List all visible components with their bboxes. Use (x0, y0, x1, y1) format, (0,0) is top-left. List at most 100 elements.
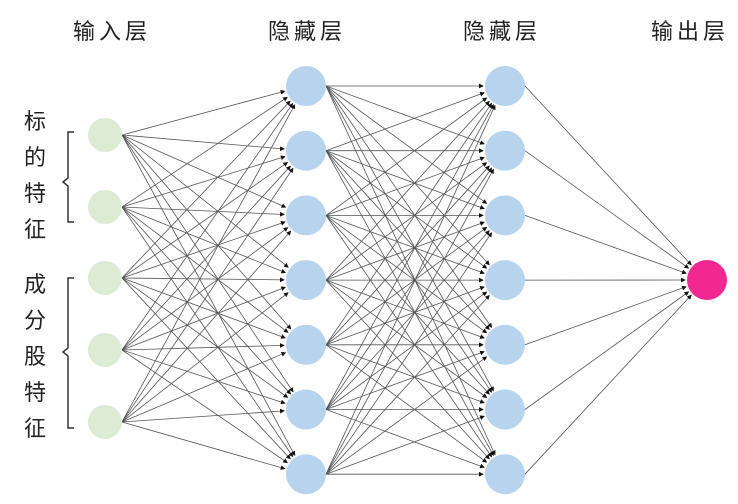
edge-input-3-to-hidden-1-2 (121, 227, 289, 351)
node-hidden-1-4 (286, 324, 326, 365)
edge-input-1-to-hidden-1-0 (121, 96, 288, 208)
title-input-layer: 输入层 (72, 20, 152, 45)
node-input-2 (88, 261, 122, 295)
node-hidden-1-0 (286, 66, 326, 106)
node-hidden-2-5 (485, 389, 525, 430)
title-hidden-layer-1: 隐藏层 (267, 20, 347, 45)
edge-input-2-to-hidden-1-5 (121, 277, 289, 398)
label-char: 征 (23, 417, 46, 442)
edge-input-3-to-hidden-1-1 (121, 165, 291, 351)
node-hidden-2-3 (485, 260, 525, 301)
node-input-3 (88, 333, 122, 367)
edge-hidden-1-0-to-hidden-2-6 (325, 85, 496, 456)
edge-hidden-1-6-to-hidden-2-0 (325, 104, 496, 475)
edge-input-3-to-hidden-1-3 (121, 286, 286, 351)
label-char: 特 (23, 381, 46, 406)
node-hidden-1-5 (286, 389, 326, 430)
edge-hidden-1-2-to-hidden-2-3 (325, 215, 485, 275)
edge-input-0-to-hidden-1-2 (121, 134, 287, 208)
edge-hidden-1-1-to-hidden-2-4 (325, 150, 490, 331)
label-char: 股 (23, 345, 46, 370)
edge-hidden-1-0-to-hidden-2-2 (325, 85, 488, 204)
edge-hidden-1-4-to-hidden-2-6 (325, 344, 488, 463)
edge-hidden-1-3-to-hidden-2-0 (325, 100, 490, 281)
edge-hidden-1-6-to-hidden-2-2 (325, 232, 493, 475)
edge-input-4-to-hidden-1-4 (121, 352, 287, 423)
edge-input-4-to-hidden-1-1 (121, 167, 294, 423)
edge-hidden-1-6-to-hidden-2-4 (325, 356, 488, 475)
edge-hidden-1-5-to-hidden-2-0 (325, 104, 494, 410)
node-hidden-2-4 (485, 324, 525, 365)
node-hidden-2-6 (485, 454, 525, 495)
label-target-features: 标 的 特 征 (22, 105, 48, 249)
node-hidden-2-2 (485, 195, 525, 236)
edge-input-3-to-hidden-1-4 (121, 343, 285, 351)
bracket-constituent-features (61, 277, 74, 429)
edge-hidden-1-1-to-hidden-2-5 (325, 150, 493, 393)
edge-hidden-1-6-to-hidden-2-3 (325, 294, 490, 475)
edge-input-2-to-hidden-1-0 (121, 100, 291, 279)
edge-input-3-to-hidden-1-0 (121, 102, 294, 351)
edge-input-2-to-hidden-1-4 (121, 277, 286, 339)
edge-input-4-to-hidden-1-0 (121, 104, 296, 423)
edge-hidden-1-4-to-hidden-2-5 (325, 344, 485, 404)
node-hidden-2-1 (485, 130, 525, 171)
edge-hidden-1-2-to-hidden-2-6 (325, 215, 493, 458)
label-char: 成 (23, 273, 46, 298)
edge-input-4-to-hidden-1-3 (121, 292, 289, 423)
edge-hidden-1-5-to-hidden-2-4 (325, 350, 485, 410)
edge-hidden-2-6-to-output-0 (524, 294, 692, 475)
edge-input-2-to-hidden-1-6 (121, 277, 291, 460)
label-char: 特 (23, 182, 46, 207)
edge-hidden-1-2-to-hidden-2-1 (325, 156, 485, 216)
edge-hidden-1-0-to-hidden-2-5 (325, 85, 494, 392)
edge-input-1-to-hidden-1-6 (121, 206, 294, 458)
edge-hidden-1-3-to-hidden-2-4 (325, 279, 485, 339)
edge-hidden-1-2-to-hidden-2-0 (325, 97, 488, 216)
edge-hidden-1-1-to-hidden-2-2 (325, 150, 485, 210)
edge-input-0-to-hidden-1-5 (121, 134, 294, 393)
edge-hidden-1-2-to-hidden-2-5 (325, 215, 490, 395)
edge-hidden-1-1-to-hidden-2-0 (325, 91, 485, 152)
edge-input-1-to-hidden-1-5 (121, 206, 292, 395)
bracket-target-features (61, 131, 74, 223)
node-hidden-1-3 (286, 260, 326, 301)
title-hidden-layer-2: 隐藏层 (462, 20, 542, 45)
edge-hidden-1-3-to-hidden-2-5 (325, 279, 488, 398)
edge-hidden-1-3-to-hidden-2-2 (325, 221, 485, 281)
label-char: 分 (23, 309, 46, 334)
edge-input-2-to-hidden-1-2 (121, 220, 286, 279)
edge-hidden-2-1-to-output-0 (524, 150, 690, 269)
edge-input-4-to-hidden-1-6 (121, 421, 286, 470)
edge-hidden-2-4-to-output-0 (524, 285, 687, 346)
edge-input-0-to-hidden-1-0 (121, 89, 286, 136)
edge-hidden-1-5-to-hidden-2-2 (325, 230, 490, 410)
edge-input-0-to-hidden-1-1 (121, 134, 285, 152)
node-input-4 (88, 405, 122, 439)
edge-hidden-2-0-to-output-0 (524, 85, 692, 266)
edge-hidden-1-4-to-hidden-2-1 (325, 165, 490, 346)
edge-hidden-1-0-to-hidden-2-4 (325, 85, 493, 329)
node-hidden-1-6 (286, 454, 326, 495)
node-output-0 (687, 260, 727, 300)
edge-hidden-1-5-to-hidden-2-3 (325, 291, 488, 410)
edge-input-0-to-hidden-1-6 (121, 134, 296, 456)
edge-hidden-1-4-to-hidden-2-0 (325, 102, 493, 346)
edge-input-1-to-hidden-1-1 (121, 155, 286, 208)
node-hidden-1-2 (286, 195, 326, 236)
edge-hidden-1-6-to-hidden-2-5 (325, 415, 485, 475)
edge-hidden-1-3-to-hidden-2-6 (325, 279, 490, 460)
label-char: 的 (23, 146, 46, 171)
edge-hidden-1-0-to-hidden-2-1 (325, 85, 485, 145)
edge-hidden-1-6-to-hidden-2-1 (325, 168, 494, 475)
edge-input-2-to-hidden-1-1 (121, 162, 289, 279)
edge-hidden-1-5-to-hidden-2-6 (325, 409, 485, 469)
node-input-1 (88, 190, 122, 224)
node-input-0 (88, 118, 122, 152)
edge-input-3-to-hidden-1-5 (121, 349, 286, 405)
edge-hidden-1-1-to-hidden-2-6 (325, 150, 494, 457)
label-char: 征 (23, 218, 46, 243)
edge-hidden-1-2-to-hidden-2-4 (325, 215, 488, 334)
edge-input-1-to-hidden-1-3 (121, 206, 287, 274)
